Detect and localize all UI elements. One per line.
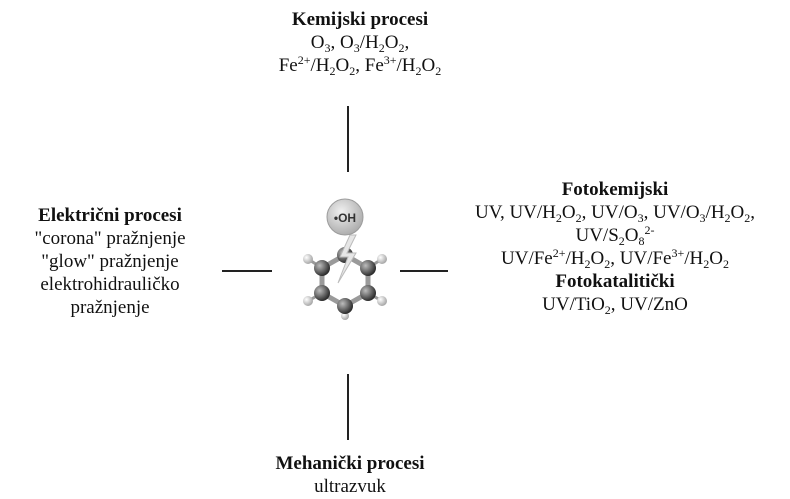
- photochemical-title: Fotokemijski: [561, 179, 669, 200]
- formula-line: "corona" pražnjenje: [34, 228, 186, 249]
- mechanical-processes-block: Mehanički procesi ultrazvuk: [235, 452, 465, 498]
- hydrogen-atoms: [303, 254, 387, 320]
- formula-line: O3, O3/H2O2,: [310, 32, 410, 55]
- formula-line: ultrazvuk: [314, 476, 386, 497]
- connector-line-bottom: [347, 374, 349, 440]
- mechanical-processes-title: Mehanički procesi: [275, 453, 425, 474]
- electrical-processes-title: Električni procesi: [38, 205, 182, 226]
- carbon-atoms: [314, 247, 376, 314]
- chemical-processes-title: Kemijski procesi: [291, 9, 429, 30]
- formula-line: Fe2+/H2O2, Fe3+/H2O2: [278, 53, 442, 78]
- mechanical-processes-lines: ultrazvuk: [235, 475, 465, 498]
- photochemical-lines: UV, UV/H2O2, UV/O3, UV/O3/H2O2,UV/S2O82-…: [440, 201, 790, 270]
- formula-line: pražnjenje: [70, 297, 150, 318]
- connector-line-right: [400, 270, 448, 272]
- formula-line: UV/TiO2, UV/ZnO: [542, 294, 688, 317]
- chemical-processes-block: Kemijski procesi O3, O3/H2O2,Fe2+/H2O2, …: [250, 8, 470, 77]
- lightning-bolt-icon: [337, 234, 357, 284]
- formula-line: elektrohidrauličko: [40, 274, 180, 295]
- photo-processes-block: Fotokemijski UV, UV/H2O2, UV/O3, UV/O3/H…: [440, 178, 790, 316]
- formula-line: UV, UV/H2O2, UV/O3, UV/O3/H2O2,: [474, 202, 756, 225]
- electrical-processes-block: Električni procesi "corona" pražnjenje"g…: [0, 204, 220, 319]
- chemical-processes-lines: O3, O3/H2O2,Fe2+/H2O2, Fe3+/H2O2: [250, 31, 470, 77]
- formula-line: UV/S2O82-: [575, 223, 655, 248]
- oh-radical-bubble: [326, 198, 364, 236]
- hydroxyl-radical-molecule-icon: •OH: [303, 198, 387, 320]
- photocatalytic-title: Fotokatalitički: [555, 271, 675, 292]
- oh-radical-label: •OH: [334, 211, 356, 225]
- photocatalytic-lines: UV/TiO2, UV/ZnO: [440, 293, 790, 316]
- connector-line-top: [347, 106, 349, 172]
- formula-line: "glow" pražnjenje: [41, 251, 179, 272]
- formula-line: UV/Fe2+/H2O2, UV/Fe3+/H2O2: [501, 246, 729, 271]
- connector-line-left: [222, 270, 272, 272]
